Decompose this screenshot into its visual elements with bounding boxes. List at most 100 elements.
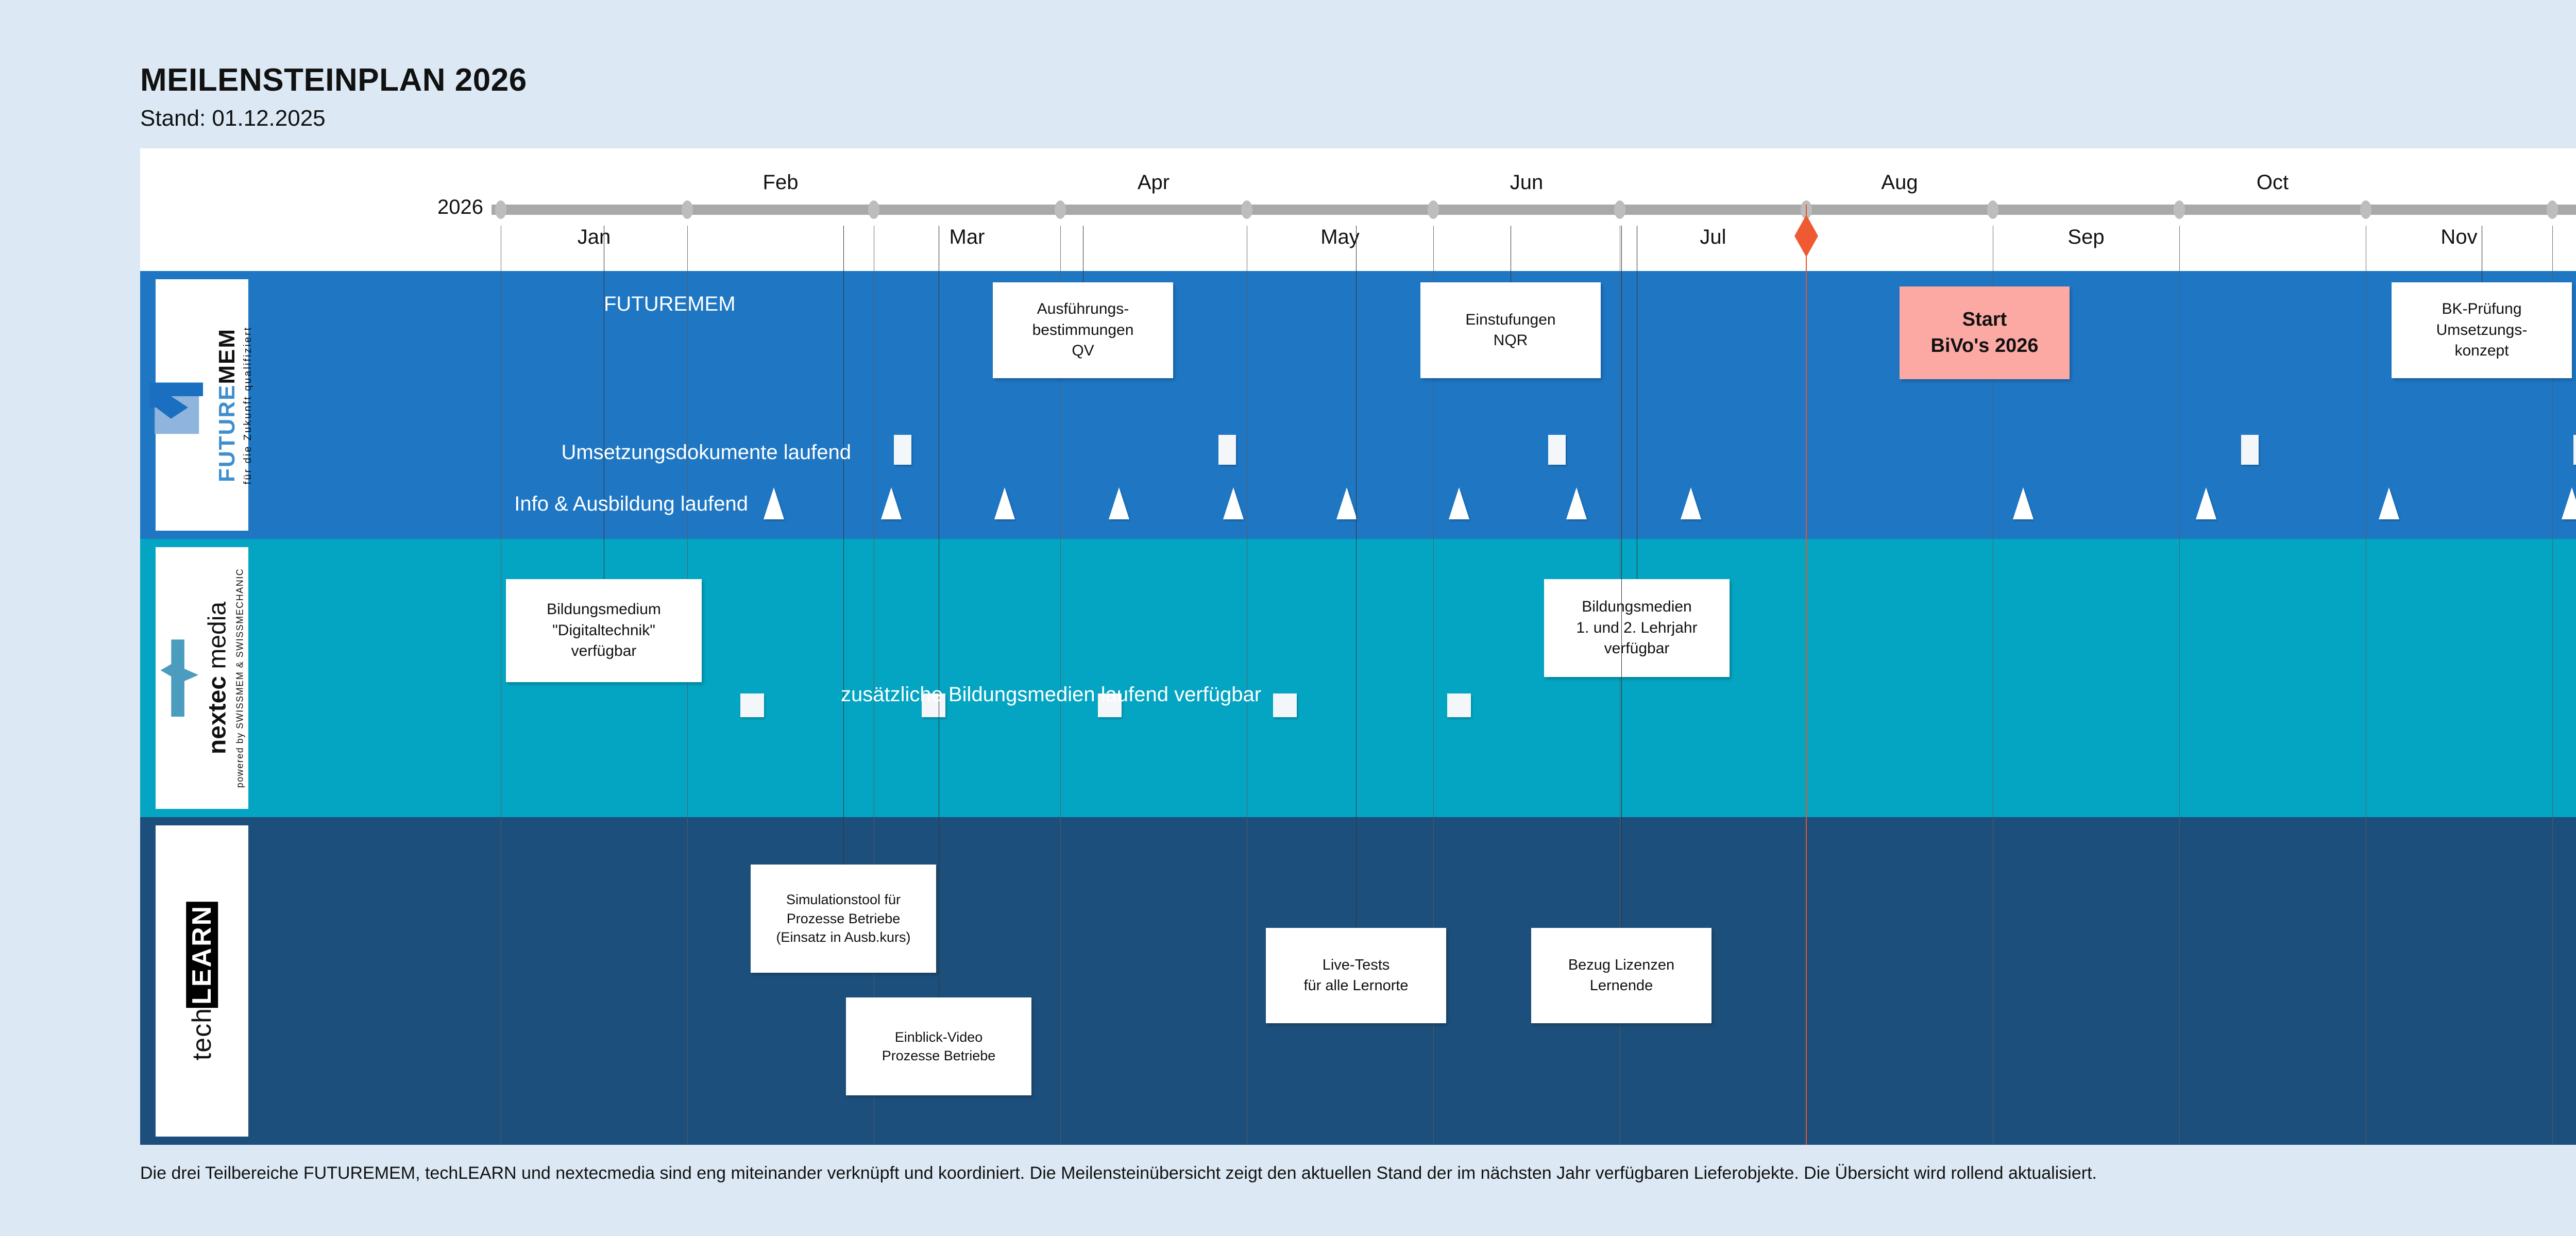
nextecmedia-logo-tagline: powered by SWISSMEM & SWISSMECHANIC bbox=[234, 568, 245, 788]
techlearn-logo-word: techLEARN bbox=[186, 901, 218, 1061]
axis-month-feb: Feb bbox=[762, 171, 799, 194]
axis-year-start: 2026 bbox=[437, 196, 483, 218]
lane-futuremem bbox=[140, 271, 2576, 539]
axis-month-aug: Aug bbox=[1881, 171, 1918, 194]
milestone-triangle-marker bbox=[764, 487, 784, 519]
milestone-triangle-marker bbox=[1681, 487, 1701, 519]
futuremem-logo-tagline: für die Zukunft qualifiziert bbox=[242, 326, 254, 484]
nextecmedia-arrow-icon bbox=[159, 639, 200, 717]
milestone-card-bildungsmedium-digitaltechnik[interactable]: Bildungsmedium"Digitaltechnik"verfügbar bbox=[506, 579, 702, 682]
futuremem-logo: FUTUREMEM für die Zukunft qualifiziert bbox=[156, 279, 254, 531]
milestone-triangle-marker bbox=[2013, 487, 2033, 519]
axis-node bbox=[1428, 200, 1439, 219]
axis-month-jun: Jun bbox=[1510, 171, 1544, 194]
page-title: MEILENSTEINPLAN 2026 bbox=[140, 62, 527, 98]
techlearn-logo: techLEARN bbox=[156, 825, 248, 1137]
nextecmedia-logo-word: nextec media bbox=[203, 602, 231, 754]
milestone-chart: FUTUREMEM für die Zukunft qualifiziert n… bbox=[140, 148, 2576, 1145]
futuremem-logo-word-bold: MEM bbox=[214, 328, 240, 384]
milestone-triangle-marker bbox=[1223, 487, 1244, 519]
month-gridline bbox=[1060, 226, 1061, 1145]
axis-bar-2026 bbox=[492, 205, 2576, 215]
row-label-info-ausbildung: Info & Ausbildung laufend bbox=[514, 493, 748, 515]
header: MEILENSTEINPLAN 2026 Stand: 01.12.2025 bbox=[140, 62, 527, 131]
bildungsmedien-square-marker bbox=[1447, 693, 1471, 717]
axis-month-may: May bbox=[1320, 226, 1360, 248]
milestone-triangle-marker bbox=[1109, 487, 1129, 519]
axis-node bbox=[1055, 200, 1066, 219]
axis-month-jan: Jan bbox=[577, 226, 611, 248]
axis-month-sep: Sep bbox=[2067, 226, 2105, 248]
milestone-triangle-marker bbox=[994, 487, 1015, 519]
futuremem-logo-word-light: FUTURE bbox=[214, 384, 240, 482]
row-label-zusaetzliche-bildungsmedien: zusätzliche Bildungsmedien laufend verfü… bbox=[841, 683, 1262, 706]
milestone-square-marker bbox=[2241, 435, 2259, 465]
milestone-triangle-marker bbox=[1566, 487, 1587, 519]
axis-month-jul: Jul bbox=[1700, 226, 1726, 248]
milestone-square-marker bbox=[1218, 435, 1236, 465]
nextecmedia-logo-word-light: media bbox=[204, 601, 231, 669]
techlearn-logo-word-light: tech bbox=[187, 1007, 217, 1061]
axis-node bbox=[682, 200, 693, 219]
row-label-umsetzungsdokumente: Umsetzungsdokumente laufend bbox=[561, 441, 851, 464]
today-marker-line bbox=[1806, 205, 1807, 1145]
axis-node bbox=[2547, 200, 2558, 219]
milestone-triangle-marker bbox=[2196, 487, 2216, 519]
bildungsmedien-square-marker bbox=[922, 693, 945, 717]
futuremem-arrow-icon bbox=[150, 374, 212, 436]
page-subtitle: Stand: 01.12.2025 bbox=[140, 106, 326, 131]
futuremem-logo-word: FUTUREMEM bbox=[215, 328, 241, 482]
bildungsmedien-square-marker bbox=[1098, 693, 1122, 717]
axis-month-mar: Mar bbox=[949, 226, 985, 248]
milestone-square-marker bbox=[894, 435, 911, 465]
month-gridline bbox=[1433, 226, 1434, 1145]
card-stem bbox=[1621, 226, 1622, 928]
milestone-triangle-marker bbox=[881, 487, 902, 519]
techlearn-logo-word-bold: LEARN bbox=[186, 901, 218, 1008]
milestone-square-marker bbox=[2573, 435, 2576, 465]
month-gridline bbox=[687, 226, 688, 1145]
lane-title-futuremem: FUTUREMEM bbox=[604, 293, 736, 315]
axis-node bbox=[1987, 200, 1998, 219]
nextecmedia-logo-word-bold: nextec bbox=[204, 676, 231, 755]
axis-node bbox=[2174, 200, 2185, 219]
card-stem bbox=[843, 226, 844, 865]
card-text: Bildungsmedium"Digitaltechnik"verfügbar bbox=[547, 601, 661, 660]
milestone-triangle-marker bbox=[1336, 487, 1357, 519]
month-gridline bbox=[2179, 226, 2180, 1145]
axis-node bbox=[2360, 200, 2371, 219]
milestone-triangle-marker bbox=[2379, 487, 2399, 519]
axis-node bbox=[1614, 200, 1625, 219]
milestone-triangle-marker bbox=[2562, 487, 2576, 519]
month-gridline bbox=[2552, 226, 2553, 1145]
axis-node bbox=[1241, 200, 1252, 219]
nextecmedia-logo: nextec media powered by SWISSMEM & SWISS… bbox=[156, 547, 248, 809]
bildungsmedien-square-marker bbox=[1273, 693, 1297, 717]
axis-node bbox=[495, 200, 506, 219]
axis-month-apr: Apr bbox=[1137, 171, 1170, 194]
card-stem bbox=[1356, 226, 1357, 928]
axis-node bbox=[868, 200, 879, 219]
milestone-square-marker bbox=[1548, 435, 1566, 465]
axis-month-nov: Nov bbox=[2441, 226, 2478, 248]
axis-month-oct: Oct bbox=[2256, 171, 2289, 194]
bildungsmedien-square-marker bbox=[740, 693, 764, 717]
footer-note: Die drei Teilbereiche FUTUREMEM, techLEA… bbox=[140, 1163, 2097, 1183]
